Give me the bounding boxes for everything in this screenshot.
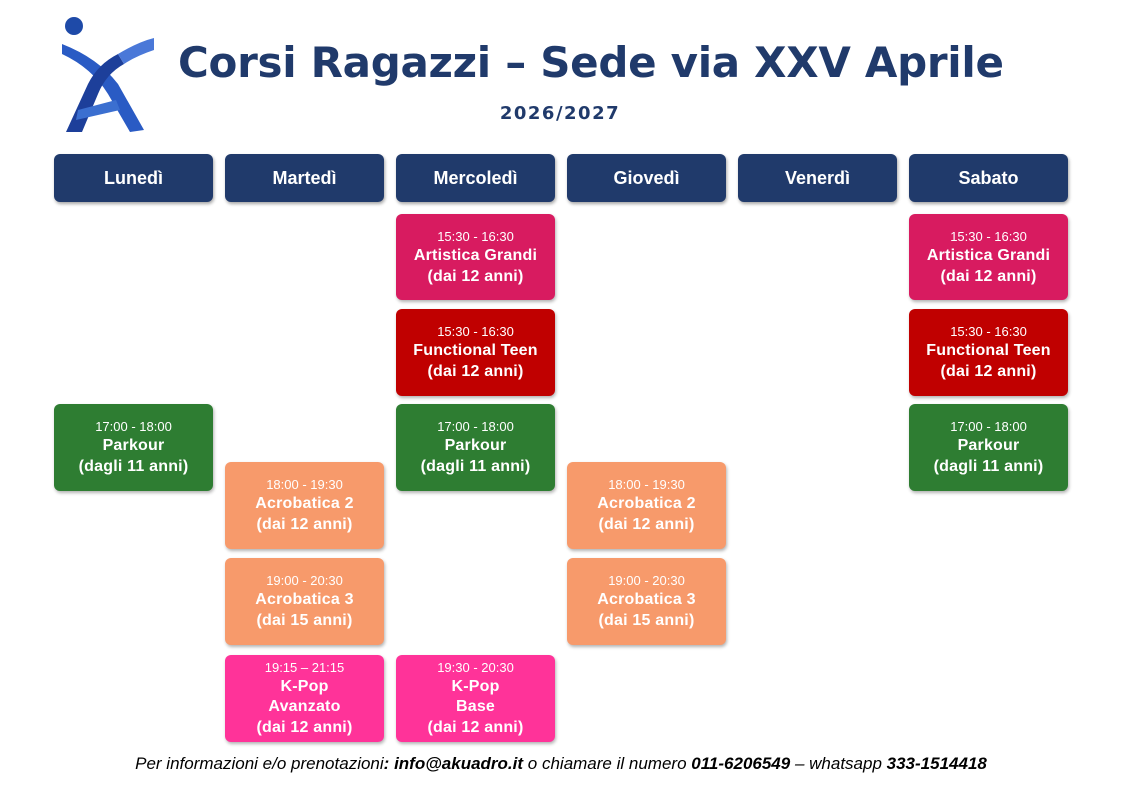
footer-intro: Per informazioni e/o prenotazioni [135,754,384,773]
course-age: (dai 12 anni) [940,363,1037,380]
day-header-giovedi: Giovedì [567,154,726,202]
course-age: (dai 15 anni) [598,612,695,629]
course-time: 17:00 - 18:00 [950,419,1027,434]
course-age: (dai 12 anni) [598,516,695,533]
course-name: Parkour [444,437,507,454]
course-time: 15:30 - 16:30 [950,228,1027,244]
course-time: 19:15 – 21:15 [264,660,345,675]
footer-email-link[interactable]: info@akuadro.it [394,754,524,773]
course-name: Artistica Grandi [413,246,538,264]
footer-mid-text: o chiamare il numero [527,754,687,773]
course-age: (dagli 11 anni) [78,458,189,475]
academic-year: 2026/2027 [499,103,621,124]
course-age: (dai 12 anni) [427,267,524,285]
course-time: 18:00 - 19:30 [608,477,685,492]
course-name: Parkour [957,437,1020,454]
course-name: K-Pop [280,678,329,695]
course-card-sab-functional: 15:30 - 16:30 Functional Teen (dai 12 an… [909,309,1068,396]
course-card-mar-kpop: 19:15 – 21:15 K-Pop Avanzato (dai 12 ann… [225,655,384,742]
course-age: (dai 15 anni) [256,612,353,629]
course-name: Acrobatica 2 [597,495,696,512]
footer-colon: : [383,754,390,773]
course-card-sab-parkour: 17:00 - 18:00 Parkour (dagli 11 anni) [909,404,1068,491]
course-name: Acrobatica 3 [255,591,354,608]
course-card-mer-artistica: 15:30 - 16:30 Artistica Grandi (dai 12 a… [396,214,555,300]
day-header-sabato: Sabato [909,154,1068,202]
course-time: 17:00 - 18:00 [95,419,172,434]
course-age: (dai 12 anni) [256,516,353,533]
course-level: Avanzato [268,698,341,715]
akuadro-logo-icon [62,17,154,132]
footer-phone[interactable]: 011-6206549 [691,754,791,773]
course-card-gio-acrobatica-3: 19:00 - 20:30 Acrobatica 3 (dai 15 anni) [567,558,726,645]
course-time: 19:30 - 20:30 [437,660,514,675]
course-age: (dai 12 anni) [940,267,1037,285]
course-time: 18:00 - 19:30 [266,477,343,492]
course-time: 19:00 - 20:30 [608,573,685,588]
course-card-mer-functional: 15:30 - 16:30 Functional Teen (dai 12 an… [396,309,555,396]
course-name: K-Pop [451,678,500,695]
course-card-mar-acrobatica-3: 19:00 - 20:30 Acrobatica 3 (dai 15 anni) [225,558,384,645]
course-age: (dai 12 anni) [256,719,353,736]
course-level: Base [455,698,496,715]
course-card-gio-acrobatica-2: 18:00 - 19:30 Acrobatica 2 (dai 12 anni) [567,462,726,549]
day-header-mercoledi: Mercoledì [396,154,555,202]
course-card-lun-parkour: 17:00 - 18:00 Parkour (dagli 11 anni) [54,404,213,491]
course-card-mar-acrobatica-2: 18:00 - 19:30 Acrobatica 2 (dai 12 anni) [225,462,384,549]
course-name: Parkour [102,437,165,454]
footer-whatsapp-number[interactable]: 333-1514418 [886,754,987,773]
course-age: (dagli 11 anni) [420,458,531,475]
course-name: Artistica Grandi [926,246,1051,264]
course-age: (dagli 11 anni) [933,458,1044,475]
day-header-venerdi: Venerdì [738,154,897,202]
day-header-martedi: Martedì [225,154,384,202]
course-name: Functional Teen [926,342,1051,359]
course-time: 19:00 - 20:30 [266,573,343,588]
course-name: Acrobatica 2 [255,495,354,512]
course-card-mer-parkour: 17:00 - 18:00 Parkour (dagli 11 anni) [396,404,555,491]
course-time: 17:00 - 18:00 [437,419,514,434]
course-age: (dai 12 anni) [427,363,524,380]
course-card-sab-artistica: 15:30 - 16:30 Artistica Grandi (dai 12 a… [909,214,1068,300]
course-name: Functional Teen [413,342,538,359]
course-card-mer-kpop: 19:30 - 20:30 K-Pop Base (dai 12 anni) [396,655,555,742]
course-age: (dai 12 anni) [427,719,524,736]
course-time: 15:30 - 16:30 [437,228,514,244]
page-title: Corsi Ragazzi – Sede via XXV Aprile [178,38,1004,87]
day-header-lunedi: Lunedì [54,154,213,202]
course-time: 15:30 - 16:30 [950,324,1027,339]
contact-footer: Per informazioni e/o prenotazioni: info@… [0,754,1122,774]
course-time: 15:30 - 16:30 [437,324,514,339]
footer-whatsapp-label: – whatsapp [794,754,882,773]
course-name: Acrobatica 3 [597,591,696,608]
